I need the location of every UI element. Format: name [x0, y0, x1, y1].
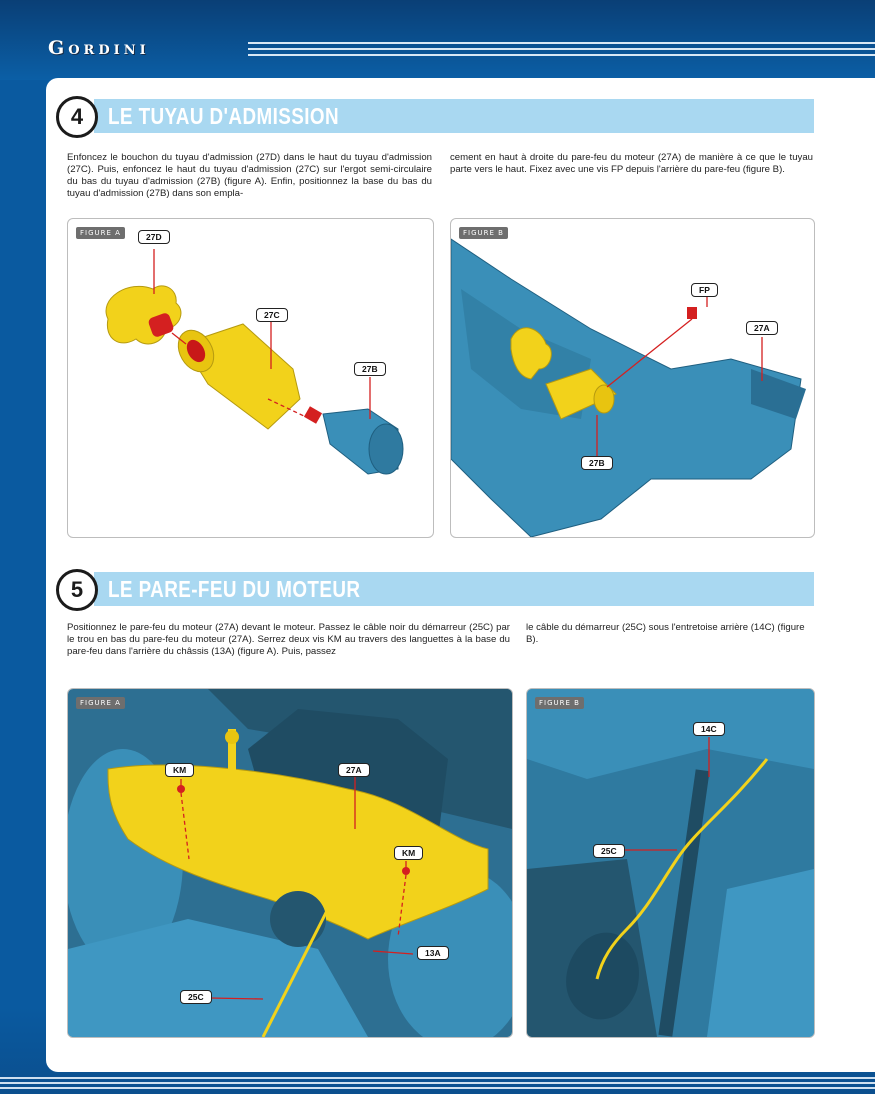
header-decorative-lines: [248, 42, 875, 60]
figure-5a-illustration: [68, 689, 512, 1037]
section-5-bar: [94, 572, 814, 606]
figure-4b-illustration: [451, 238, 806, 537]
section-5-text-right: le câble du démarreur (25C) sous l'entre…: [526, 622, 805, 646]
callout-27b: 27B: [354, 362, 386, 376]
header-band: [0, 0, 875, 80]
callout-14c: 14C: [693, 722, 725, 736]
section-4-number: 4: [56, 96, 98, 138]
figure-4a: FIGURE A 27D 27C 27B: [67, 218, 434, 538]
section-4-title: LE TUYAU D'ADMISSION: [108, 103, 339, 129]
figure-5b-illustration: [527, 689, 814, 1037]
figure-5a: FIGURE A KM 27A KM 13A 25C: [67, 688, 513, 1038]
callout-25c: 25C: [180, 990, 212, 1004]
callout-27a: 27A: [746, 321, 778, 335]
section-5-title: LE PARE-FEU DU MOTEUR: [108, 576, 361, 602]
cap-27d-part: [105, 285, 182, 345]
gordini-logo: Gordini: [48, 37, 150, 59]
callout-27a: 27A: [338, 763, 370, 777]
section-4-text-right: cement en haut à droite du pare-feu du m…: [450, 152, 813, 176]
section-4-bar: [94, 99, 814, 133]
figure-5b: FIGURE B 14C 25C: [526, 688, 815, 1038]
callout-km-right: KM: [394, 846, 424, 860]
callout-25c: 25C: [593, 844, 625, 858]
pipe-27c-part: [177, 323, 301, 430]
callout-fp: FP: [691, 283, 718, 297]
figure-4a-illustration: [105, 249, 404, 475]
pipe-27b-part: [303, 406, 404, 475]
figure-5a-tag: FIGURE A: [76, 697, 125, 709]
section-4-text-left: Enfoncez le bouchon du tuyau d'admission…: [67, 152, 432, 200]
figure-5b-tag: FIGURE B: [535, 697, 584, 709]
callout-27c: 27C: [256, 308, 288, 322]
section-5-number: 5: [56, 569, 98, 611]
figure-4b-tag: FIGURE B: [459, 227, 508, 239]
callout-13a: 13A: [417, 946, 449, 960]
figure-4a-tag: FIGURE A: [76, 227, 125, 239]
figure-4b: FIGURE B FP 27A 27B: [450, 218, 815, 538]
callout-27d: 27D: [138, 230, 170, 244]
footer-decorative-lines: [0, 1077, 875, 1089]
callout-km-left: KM: [165, 763, 195, 777]
callout-27b: 27B: [581, 456, 613, 470]
section-5-text-left: Positionnez le pare-feu du moteur (27A) …: [67, 622, 510, 658]
